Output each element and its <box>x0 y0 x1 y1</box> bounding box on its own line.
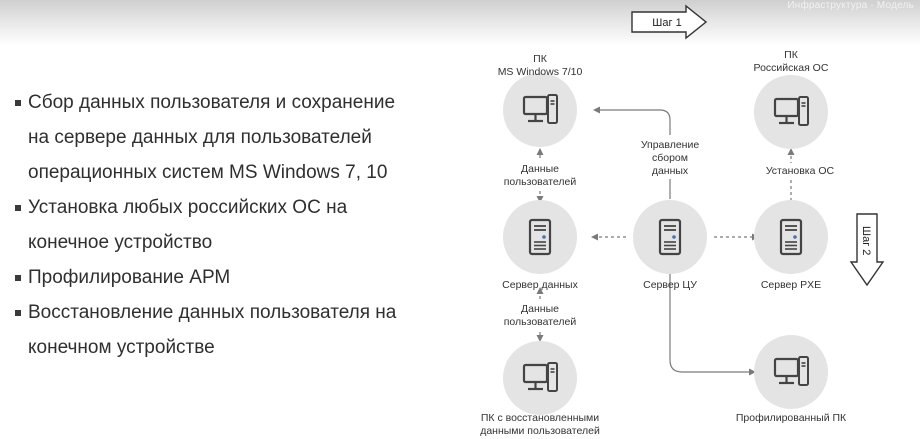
pc-russian-label-line2: Российская ОС <box>754 62 829 74</box>
edge-label-management-line1: Управление <box>641 139 700 151</box>
node-cu-server <box>633 200 707 274</box>
node-pc-restored <box>503 341 577 415</box>
edge-label-user-data-bottom-line1: Данные <box>521 303 559 315</box>
pxe-server-label: Сервер PXE <box>761 279 821 291</box>
node-circle <box>754 200 828 274</box>
header-corner-text: Инфраструктура · Модель <box>787 0 914 11</box>
edge-label-management-line3: данных <box>652 165 689 177</box>
top-band: Инфраструктура · Модель <box>0 0 920 46</box>
list-item: Восстановление данных пользователя на ко… <box>14 295 409 365</box>
pc-russian-label-line1: ПК <box>784 49 799 61</box>
connector-cu-profiled <box>669 273 753 373</box>
edge-label-user-data-top-line2: пользователей <box>504 176 577 188</box>
feature-list: Сбор данных пользователя и сохранение на… <box>14 85 409 365</box>
step2-label: Шаг 2 <box>860 226 872 255</box>
node-circle <box>754 75 828 149</box>
node-circle <box>754 335 828 409</box>
list-item: Сбор данных пользователя и сохранение на… <box>14 85 409 190</box>
edge-label-management-line2: сбором <box>652 152 688 164</box>
node-data-server <box>503 200 577 274</box>
data-server-label: Сервер данных <box>502 279 578 291</box>
pc-profiled-label: Профилированный ПК <box>736 412 847 424</box>
step1-arrow: Шаг 1 <box>631 4 708 40</box>
edge-label-user-data-top-line1: Данные <box>521 163 559 175</box>
pc-windows-label-line1: ПК <box>533 53 548 65</box>
edge-label-user-data-bottom-line2: пользователей <box>504 316 577 328</box>
node-circle <box>503 73 577 147</box>
node-pxe-server <box>754 200 828 274</box>
node-circle <box>503 341 577 415</box>
list-item: Профилирование АРМ <box>14 260 409 295</box>
connector-cu-pcwin <box>596 109 671 199</box>
list-item: Установка любых российских ОС на конечно… <box>14 190 409 260</box>
edge-label-os-install: Установка ОС <box>766 165 835 177</box>
node-circle <box>633 200 707 274</box>
node-circle <box>503 200 577 274</box>
pc-windows-label-line2: MS Windows 7/10 <box>498 66 583 78</box>
pc-restored-label-line2: данными пользователей <box>480 425 600 437</box>
node-pc-windows <box>503 73 577 147</box>
node-pc-profiled <box>754 335 828 409</box>
step1-label: Шаг 1 <box>652 17 681 29</box>
node-pc-russian <box>754 75 828 149</box>
pc-restored-label-line1: ПК с восстановленными <box>481 412 599 424</box>
step2-arrow: Шаг 2 <box>849 213 885 287</box>
cu-server-label: Сервер ЦУ <box>643 279 697 291</box>
